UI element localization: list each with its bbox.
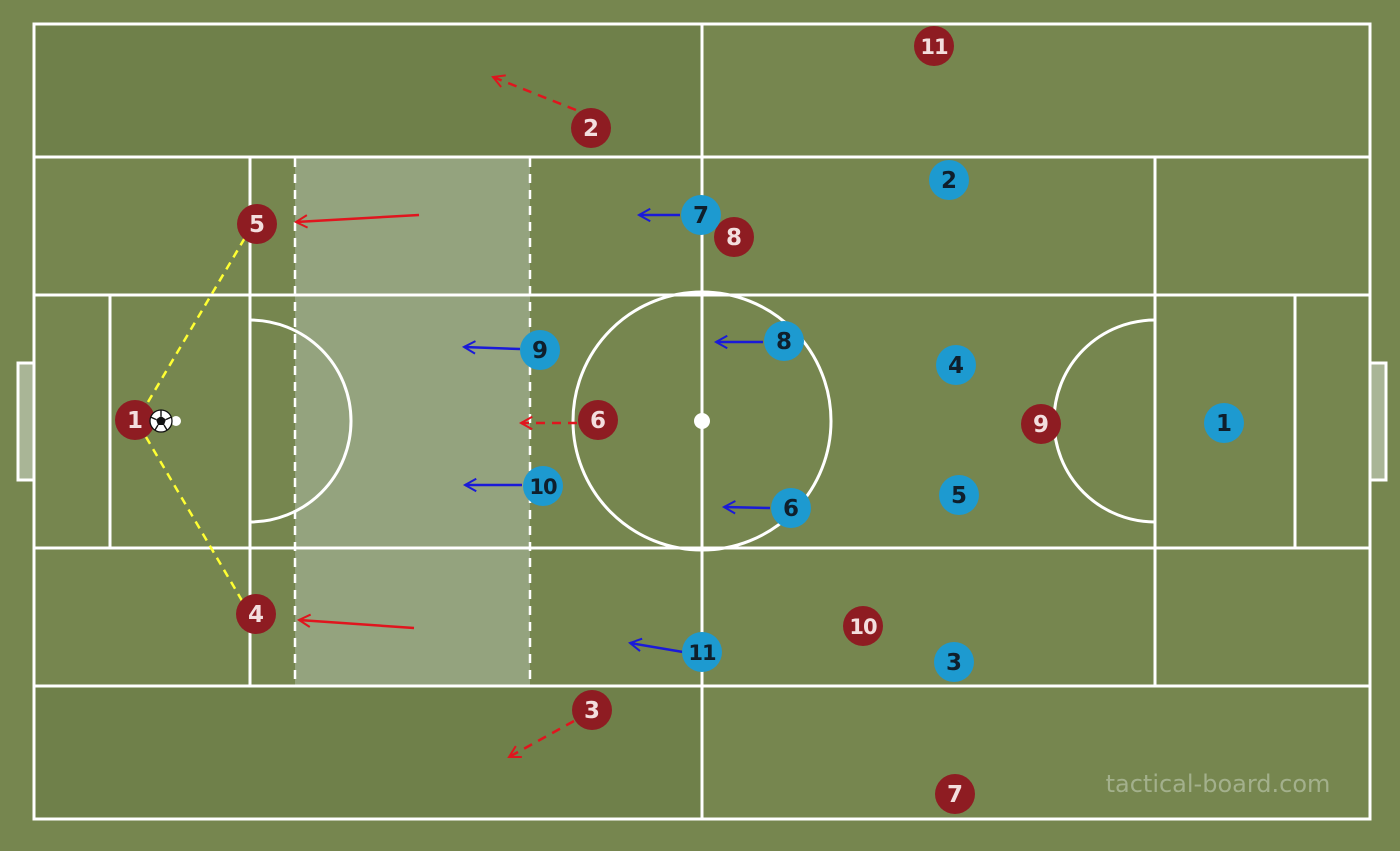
watermark: tactical-board.com [1106,770,1331,798]
blue-player-11[interactable]: 11 [682,632,722,672]
blue-player-3[interactable]: 3 [934,642,974,682]
red-player-token [1021,404,1061,444]
red-player-4[interactable]: 4 [236,594,276,634]
blue-player-1[interactable]: 1 [1204,403,1244,443]
blue-player-number: 1 [1216,411,1232,437]
blue-player-2[interactable]: 2 [929,160,969,200]
blue-player-number: 3 [946,650,962,676]
blue-player-number: 11 [688,641,716,665]
red-player-token [914,26,954,66]
blue-player-number: 9 [532,338,548,364]
red-player-9[interactable]: 9 [1021,404,1061,444]
red-player-number: 4 [248,602,264,628]
passing-lane-to-red-4 [144,436,246,605]
arrow-blue-9-press [461,340,521,355]
arrow-red-5-drop [293,213,420,229]
red-player-token [935,774,975,814]
blue-player-token [939,475,979,515]
red-player-token [236,594,276,634]
blue-player-number: 5 [951,483,967,509]
red-player-token [572,690,612,730]
blue-player-token [936,345,976,385]
passing-lanes [144,235,248,605]
blue-player-number: 6 [783,496,799,522]
red-player-number: 8 [726,225,742,251]
red-player-number: 3 [584,698,600,724]
red-player-token [578,400,618,440]
red-player-token [843,606,883,646]
red-player-token [714,217,754,257]
right-goal [1368,361,1388,482]
red-player-number: 10 [849,615,877,639]
blue-player-token [1204,403,1244,443]
passing-lane-to-red-5 [146,235,248,403]
red-movement-arrows [293,74,577,759]
red-player-3[interactable]: 3 [572,690,612,730]
blue-player-token [934,642,974,682]
red-player-10[interactable]: 10 [843,606,883,646]
blue-player-token [520,330,560,370]
blue-player-token [523,466,563,506]
highlight-zone [295,158,530,686]
blue-player-5[interactable]: 5 [939,475,979,515]
red-player-5[interactable]: 5 [237,204,277,244]
blue-player-token [681,195,721,235]
red-player-token [571,108,611,148]
red-player-1[interactable]: 1 [115,400,155,440]
arrow-red-3-run [507,719,575,759]
pitch-stripes [34,24,702,819]
red-player-token [115,400,155,440]
arrow-blue-11-press [627,637,684,654]
blue-player-number: 8 [776,329,792,355]
football-patch-icon [156,416,166,425]
arrow-blue-6-press [721,500,771,515]
ball[interactable] [149,409,181,433]
ball-shadow-icon [171,416,181,426]
blue-player-number: 2 [941,168,957,194]
blue-movement-arrows [461,207,771,654]
arrow-red-4-drop [296,613,415,630]
blue-player-token [682,632,722,672]
blue-player-number: 10 [529,475,557,499]
red-player-number: 1 [127,408,143,434]
blue-player-token [929,160,969,200]
blue-player-number: 7 [693,203,709,229]
blue-player-token [764,321,804,361]
red-player-token [237,204,277,244]
blue-player-7[interactable]: 7 [681,195,721,235]
goals [16,361,1388,482]
red-player-8[interactable]: 8 [714,217,754,257]
red-player-number: 7 [947,782,963,808]
red-player-number: 11 [920,35,948,59]
blue-player-number: 4 [948,353,964,379]
red-player-number: 2 [583,116,599,142]
red-player-number: 9 [1033,412,1049,438]
red-player-number: 5 [249,212,265,238]
center-spot [694,413,710,429]
blue-player-8[interactable]: 8 [764,321,804,361]
red-player-6[interactable]: 6 [578,400,618,440]
blue-player-token [771,488,811,528]
blue-player-10[interactable]: 10 [523,466,563,506]
blue-player-9[interactable]: 9 [520,330,560,370]
center-circle [571,290,833,552]
red-player-number: 6 [590,408,606,434]
blue-player-4[interactable]: 4 [936,345,976,385]
red-player-2[interactable]: 2 [571,108,611,148]
red-player-7[interactable]: 7 [935,774,975,814]
left-goal [16,361,36,482]
red-player-11[interactable]: 11 [914,26,954,66]
blue-player-6[interactable]: 6 [771,488,811,528]
